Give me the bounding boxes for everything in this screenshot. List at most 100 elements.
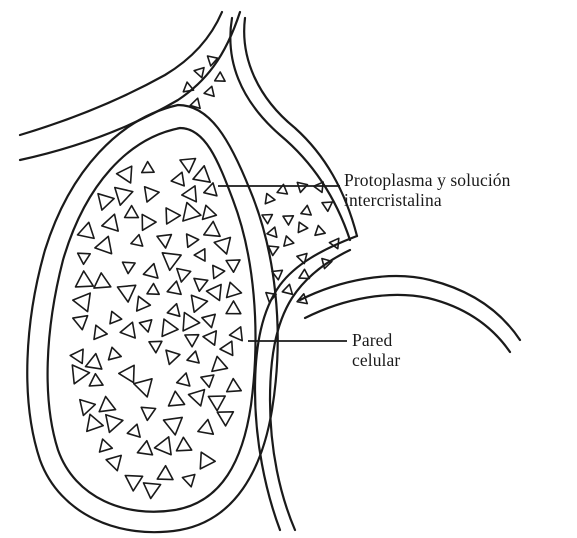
crystal-triangle (87, 414, 103, 431)
crystal-triangle (120, 322, 135, 338)
right-cell-wall-inner (244, 18, 357, 236)
crystal-triangle (266, 293, 276, 303)
crystal-triangle (213, 265, 225, 278)
crystal-triangle (73, 316, 88, 330)
crystal-triangle (204, 183, 217, 196)
crystal-triangle (141, 407, 155, 420)
crystal-triangle (94, 325, 107, 339)
crystal-triangle (203, 331, 216, 345)
crystal-triangle (227, 379, 242, 392)
crystal-triangle (78, 222, 95, 238)
crystal-triangle (177, 437, 192, 451)
crystal-triangle (227, 282, 242, 297)
crystal-triangle (106, 455, 121, 470)
crystal-triangle (137, 296, 151, 311)
crystal-triangle (167, 281, 181, 294)
upper-cell-wall-inner (20, 12, 240, 160)
crystal-triangle (162, 253, 181, 270)
crystal-triangle (194, 68, 204, 78)
crystal-triangle (78, 253, 91, 264)
crystal-triangle (144, 483, 161, 499)
crystal-triangle (230, 327, 243, 341)
crystal-triangle (137, 441, 152, 455)
crystal-triangle (315, 226, 325, 236)
crystal-triangle (226, 301, 241, 314)
crystal-triangle (139, 320, 151, 332)
crystal-triangle (86, 354, 102, 370)
crystal-triangle (73, 293, 90, 312)
right-cell-wall-outer (230, 18, 350, 240)
crystal-triangle (314, 182, 324, 192)
crystal-triangle (297, 182, 307, 192)
crystal-triangle (194, 249, 205, 261)
crystal-triangle (117, 166, 132, 183)
crystal-triangle (183, 313, 200, 331)
crystal-triangle (149, 341, 162, 353)
crystal-triangle (99, 397, 115, 412)
crystal-triangle (157, 466, 173, 480)
crystal-triangle (118, 285, 136, 302)
upper-cell-wall-outer (20, 12, 222, 135)
crystal-triangle (262, 215, 272, 224)
crystal-triangle (183, 82, 193, 92)
crystal-triangle (98, 194, 114, 210)
crystal-triangle (193, 166, 210, 182)
crystal-triangle (115, 188, 133, 206)
crystal-triangle (123, 262, 136, 273)
crystal-triangle (147, 284, 159, 295)
crystal-triangle (180, 159, 196, 173)
crystal-triangle (214, 237, 230, 254)
crystal-triangle (157, 235, 171, 248)
crystal-triangle (191, 295, 207, 312)
crystal-triangle (322, 202, 332, 211)
crystal-triangle (162, 319, 178, 336)
crystal-triangle (119, 365, 134, 382)
crystal-triangle (202, 314, 215, 327)
protoplasm-label: Protoplasma y solución intercristalina (344, 170, 511, 210)
crystal-triangle (167, 304, 180, 317)
crystal-triangle (177, 373, 190, 386)
protoplasm-label-line-1: Protoplasma y solución (344, 170, 511, 190)
crystal-triangle (212, 356, 228, 371)
crystal-triangle (215, 72, 225, 81)
crystal-triangle (198, 420, 213, 435)
crystal-triangle (72, 365, 89, 384)
crystal-triangle (110, 311, 122, 323)
crystal-triangle (182, 186, 197, 202)
cell-wall-label: Pared celular (352, 330, 400, 370)
crystal-triangle (297, 254, 307, 264)
crystal-triangle (106, 415, 123, 433)
crystal-triangle (187, 351, 199, 363)
far-right-cell-wall (300, 276, 520, 340)
crystal-triangle (204, 221, 220, 236)
cell-wall-label-line-1: Pared (352, 330, 400, 350)
crystal-triangle (125, 476, 142, 491)
far-right-cell-wall-2 (305, 295, 510, 352)
crystal-triangle (155, 437, 172, 455)
crystal-triangle (204, 86, 214, 96)
crystal-triangle (265, 194, 275, 204)
crystal-triangle (145, 187, 160, 202)
crystal-triangle (282, 284, 292, 294)
crystal-triangle (220, 341, 233, 355)
crystal-triangle (177, 269, 191, 283)
crystal-triangle (203, 205, 217, 219)
crystal-triangle (284, 236, 294, 246)
crystal-triangle (142, 214, 156, 230)
crystal-triangle (142, 162, 154, 173)
crystal-triangle (102, 214, 118, 231)
crystal-triangle (187, 234, 199, 247)
crystal-triangle (166, 350, 180, 364)
crystal-triangle (164, 417, 183, 435)
crystal-triangle (301, 205, 311, 215)
crystal-triangle (143, 264, 158, 279)
crystal-triangle (80, 400, 96, 416)
crystal-triangle (299, 269, 309, 278)
crystal-triangle (100, 439, 113, 452)
crystal-triangle (127, 424, 140, 437)
crystal-triangle (298, 222, 308, 232)
crystal-triangle (89, 374, 103, 386)
crystal-triangle (109, 347, 122, 360)
crystal-triangle (226, 260, 240, 272)
